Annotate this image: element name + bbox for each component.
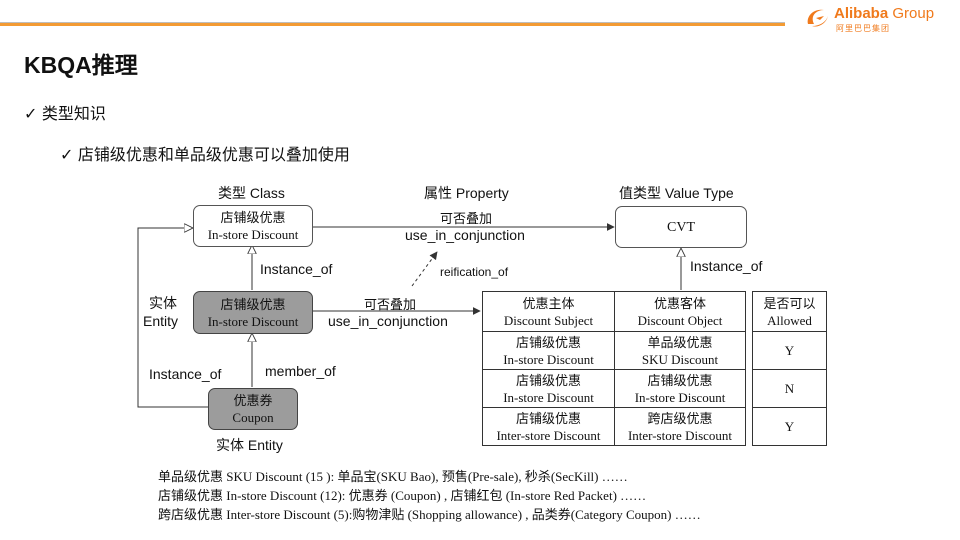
header-rule-gray xyxy=(0,22,785,23)
entity-label-en: Entity xyxy=(143,313,179,329)
table-cell: Y xyxy=(752,407,827,446)
entity-label-cn: 实体 xyxy=(149,295,177,311)
coupon-node-en: Coupon xyxy=(232,410,274,425)
coupon-node-cn: 优惠券 xyxy=(233,393,273,408)
member-of-label: member_of xyxy=(265,363,336,379)
entity-prop-cn: 可否叠加 xyxy=(364,297,417,312)
check-icon: ✓ xyxy=(60,147,74,164)
bullet-level2: ✓ 店铺级优惠和单品级优惠可以叠加使用 xyxy=(60,141,350,165)
entity-node-en: In-store Discount xyxy=(207,313,299,329)
header-class: 类型 Class xyxy=(218,185,285,201)
header-property: 属性 Property xyxy=(424,185,509,201)
bullet-level1: ✓ 类型知识 xyxy=(24,100,106,124)
alibaba-logo-icon xyxy=(807,9,828,27)
footnote-sku: 单品级优惠 SKU Discount (15 ): 单品宝(SKU Bao), … xyxy=(158,469,628,484)
bullet-level1-text: 类型知识 xyxy=(41,106,106,123)
header-value-type: 值类型 Value Type xyxy=(619,185,734,201)
table-cell: Y xyxy=(752,331,827,370)
edge-coupon-instance-of xyxy=(137,228,208,408)
class-node-en: In-store Discount xyxy=(207,227,299,242)
entity-bottom-label: 实体 Entity xyxy=(216,437,283,453)
footnote-instore: 店铺级优惠 In-store Discount (12): 优惠券 (Coupo… xyxy=(158,488,647,503)
cvt-node: CVT xyxy=(615,206,747,248)
brand-name: Alibaba Group xyxy=(834,5,934,22)
table-cell: N xyxy=(752,369,827,408)
entity-node-cn: 店铺级优惠 xyxy=(220,296,286,312)
brand-name-cn: 阿里巴巴集团 xyxy=(836,24,890,33)
instance-of-label-1: Instance_of xyxy=(260,261,333,277)
entity-prop-en: use_in_conjunction xyxy=(328,313,448,329)
edge-reification-of xyxy=(411,251,438,287)
class-node: 店铺级优惠 In-store Discount xyxy=(193,205,313,247)
footnote-interstore: 跨店级优惠 Inter-store Discount (5):购物津贴 (Sho… xyxy=(158,507,701,522)
header-rule-orange xyxy=(0,23,785,26)
cvt-node-label: CVT xyxy=(667,219,695,235)
bullet-level2-text: 店铺级优惠和单品级优惠可以叠加使用 xyxy=(77,147,350,164)
class-prop-cn: 可否叠加 xyxy=(440,211,493,226)
check-icon: ✓ xyxy=(24,106,38,123)
entity-node: 店铺级优惠 In-store Discount xyxy=(193,291,313,334)
coupon-node: 优惠券 Coupon xyxy=(208,388,298,430)
class-node-cn: 店铺级优惠 xyxy=(220,210,286,225)
brand-name-group: Group xyxy=(892,5,935,22)
instance-of-label-2: Instance_of xyxy=(149,366,222,382)
brand-name-main: Alibaba xyxy=(834,5,889,22)
reification-of-label: reification_of xyxy=(440,265,509,279)
class-prop-en: use_in_conjunction xyxy=(405,227,525,243)
slide-title: KBQA推理 xyxy=(24,52,138,78)
instance-of-label-3: Instance_of xyxy=(690,258,763,274)
